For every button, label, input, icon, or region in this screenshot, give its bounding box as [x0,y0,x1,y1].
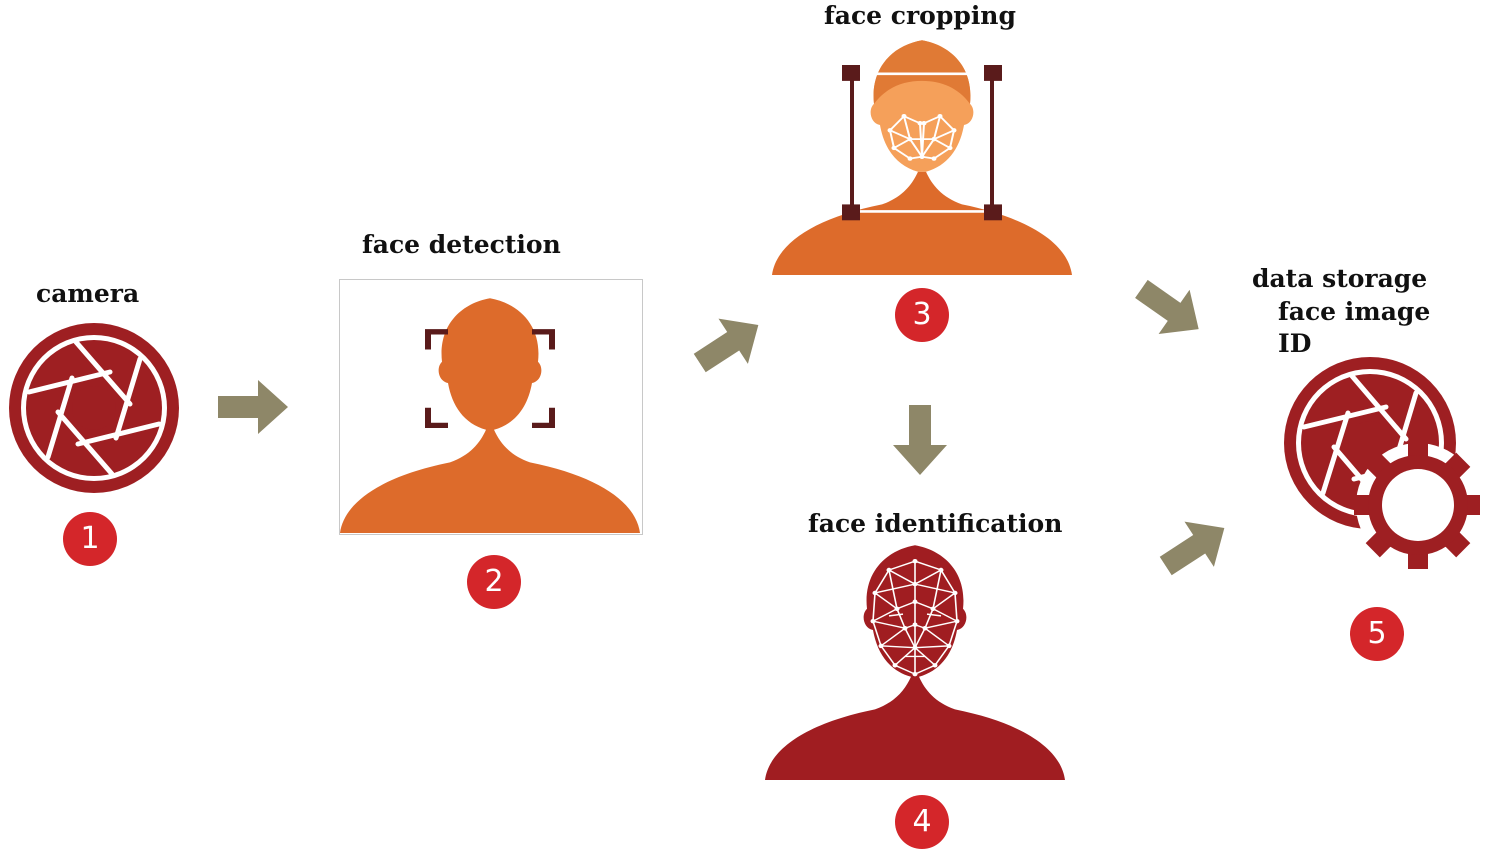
face-mesh-icon [765,545,1065,780]
arrow-down-right-icon [1125,266,1215,352]
arrow-up-right-icon [684,302,774,386]
step-1-label: camera [36,279,140,308]
head-silhouette-detection-icon [340,298,640,533]
step-2-badge: 2 [467,555,521,609]
step-4-badge: 4 [895,795,949,849]
step-3-badge: 3 [895,288,949,342]
step-1-badge: 1 [63,512,117,566]
head-crop-frame-icon [772,40,1072,275]
step-4-label: face identification [808,509,1063,538]
step-5-label-line-1: data storage [1252,264,1428,293]
step-3-label: face cropping [824,1,1016,30]
arrow-right-icon [218,380,288,434]
step-2-label: face detection [362,230,561,259]
shutter-gear-icon [1284,357,1480,569]
camera-shutter-icon [9,323,179,493]
step-5-label-line-3: ID [1278,329,1312,358]
step-5-badge: 5 [1350,607,1404,661]
arrow-up-right-icon [1150,505,1240,589]
step-5-label-line-2: face image [1278,297,1431,326]
arrow-down-icon [893,405,947,475]
